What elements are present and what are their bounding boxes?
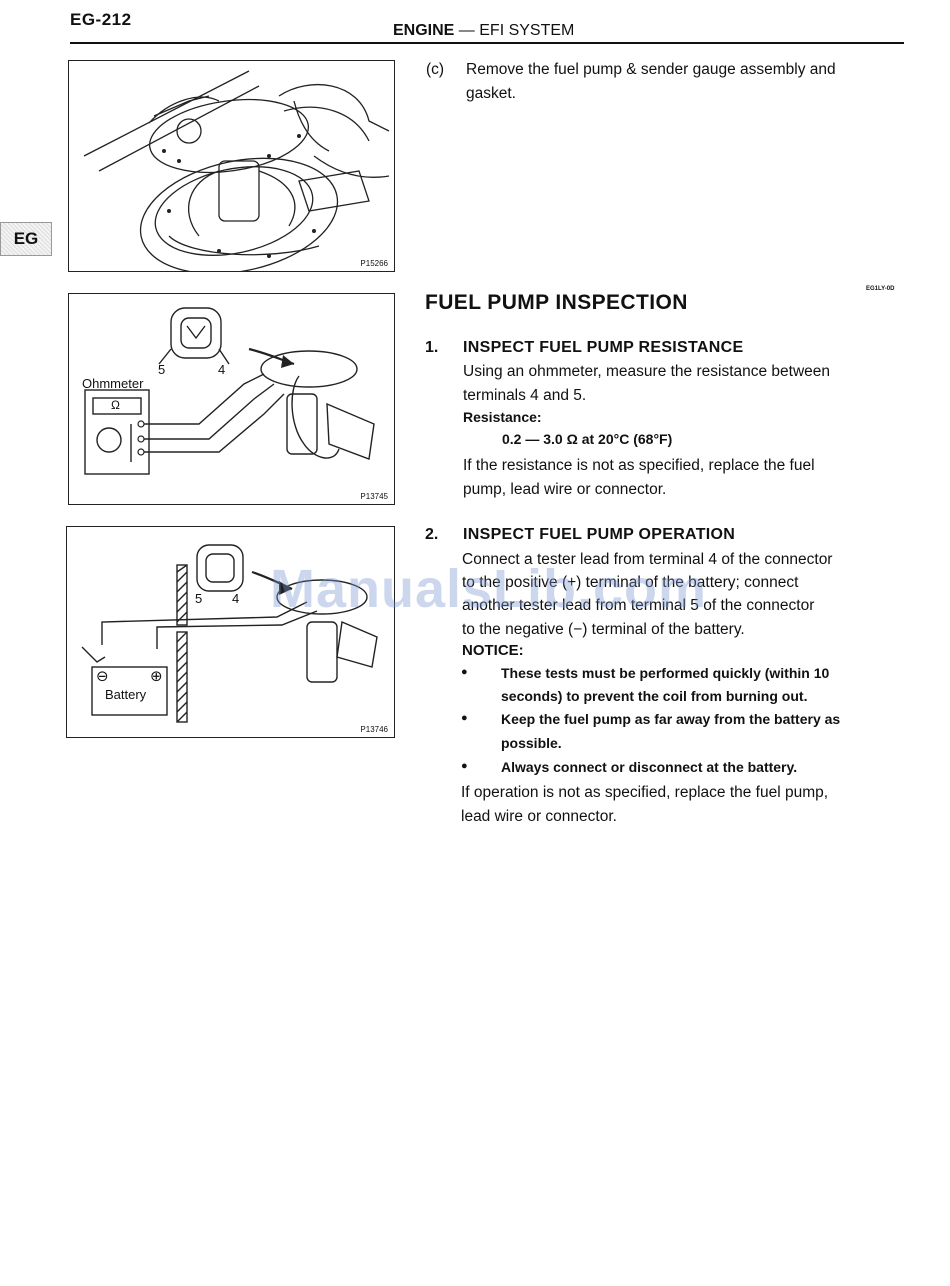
step-2-line-4: to the negative (−) terminal of the batt… <box>462 621 745 638</box>
step-2-line-1: Connect a tester lead from terminal 4 of… <box>462 551 833 568</box>
step-1-line-4: pump, lead wire or connector. <box>463 481 667 498</box>
page-number: EG-212 <box>70 10 132 29</box>
step-c-line-2: gasket. <box>466 85 516 102</box>
section-code: EG1LY-0D <box>866 286 895 292</box>
header-rule <box>70 42 904 44</box>
step-1-line-1: Using an ohmmeter, measure the resistanc… <box>463 363 831 380</box>
bullet-icon: ● <box>461 666 468 678</box>
figure-id: P15266 <box>360 259 388 268</box>
notice-bullet-2-line-1: Keep the fuel pump as far away from the … <box>501 711 841 727</box>
header-subsection: EFI SYSTEM <box>479 22 575 39</box>
figure-remove-pump: P15266 <box>68 60 395 272</box>
step-2-line-5: If operation is not as specified, replac… <box>461 784 829 801</box>
terminal-5-label: 5 <box>158 362 166 377</box>
step-2-line-3: another tester lead from terminal 5 of t… <box>462 597 815 614</box>
terminal-4-label: 4 <box>218 362 226 377</box>
step-1-title: INSPECT FUEL PUMP RESISTANCE <box>463 339 744 356</box>
ohmmeter-illustration <box>84 307 375 475</box>
bullet-icon: ● <box>461 712 468 724</box>
figure-id: P13746 <box>360 725 388 734</box>
step-1-line-2: terminals 4 and 5. <box>463 387 587 404</box>
step-2-line-2: to the positive (+) terminal of the batt… <box>462 574 799 591</box>
section-tab-label: EG <box>1 223 51 255</box>
section-tab: EG <box>0 222 52 256</box>
battery-test-illustration <box>81 544 378 723</box>
battery-label: Battery <box>105 687 147 702</box>
fuel-pump-removal-illustration <box>83 70 390 271</box>
terminal-4-label: 4 <box>232 591 240 606</box>
terminal-5-label: 5 <box>195 591 203 606</box>
battery-plus-terminal: ⊕ <box>150 668 163 685</box>
figure-ohmmeter: Ohmmeter 5 4 Ω P13745 <box>68 293 395 505</box>
header-section: ENGINE <box>393 22 455 39</box>
header-title: ENGINE — EFI SYSTEM <box>393 22 574 40</box>
step-2-title: INSPECT FUEL PUMP OPERATION <box>463 526 736 543</box>
step-2-line-6: lead wire or connector. <box>461 808 617 825</box>
ohm-symbol: Ω <box>111 398 120 412</box>
figure-battery: 5 4 ⊖ ⊕ Battery P13746 <box>66 526 395 738</box>
resistance-spec-value: 0.2 — 3.0 Ω at 20°C (68°F) <box>502 431 673 447</box>
bullet-icon: ● <box>461 760 468 772</box>
step-2-number: 2. <box>425 526 439 543</box>
figure-id: P13745 <box>360 492 388 501</box>
notice-label: NOTICE: <box>462 642 524 659</box>
step-1-number: 1. <box>425 339 439 356</box>
header-dash: — <box>458 22 475 39</box>
section-title: FUEL PUMP INSPECTION <box>425 291 688 314</box>
step-c-line-1: Remove the fuel pump & sender gauge asse… <box>466 61 836 78</box>
notice-bullet-1-line-2: seconds) to prevent the coil from burnin… <box>501 688 808 704</box>
step-c-label: (c) <box>426 61 445 78</box>
resistance-spec-label: Resistance: <box>463 409 542 425</box>
notice-bullet-2-line-2: possible. <box>501 735 562 751</box>
battery-minus-terminal: ⊖ <box>96 668 109 685</box>
ohmmeter-label: Ohmmeter <box>82 376 144 391</box>
notice-bullet-1-line-1: These tests must be performed quickly (w… <box>501 665 830 681</box>
notice-bullet-3: Always connect or disconnect at the batt… <box>501 759 798 775</box>
step-1-line-3: If the resistance is not as specified, r… <box>463 457 815 474</box>
